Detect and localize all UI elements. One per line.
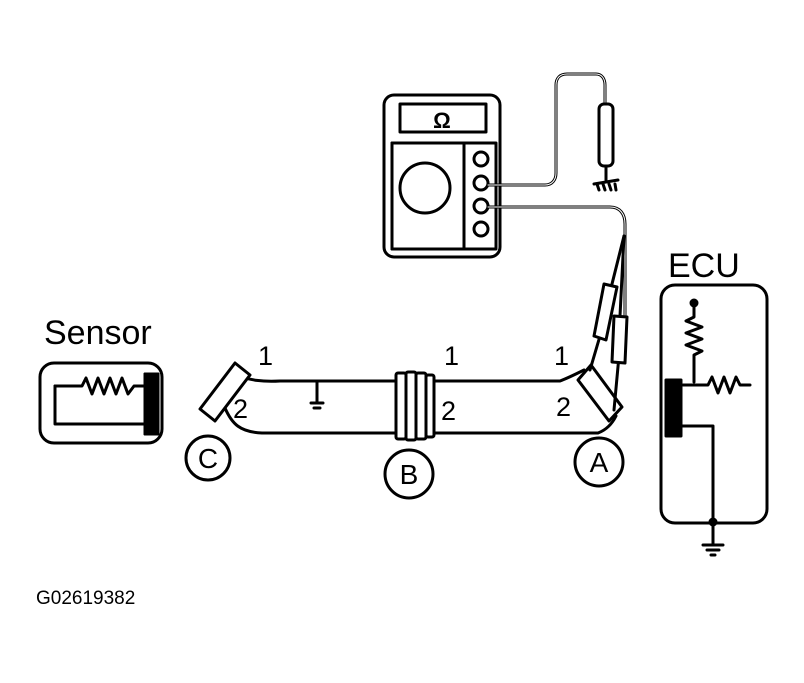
connector-a-letter: A [590,447,609,478]
connector-a-circle [573,436,625,488]
connector-c-letter: C [198,443,218,474]
connector-b [383,370,436,500]
probe-pin1-icon [592,282,619,342]
ohmmeter-icon [382,93,502,259]
shield-ground-icon [309,379,325,410]
connector-a-pin1: 1 [554,341,569,371]
connector-a-pin2: 2 [556,392,571,422]
figure-code: G02619382 [36,588,135,609]
connector-b-pin1: 1 [444,341,459,371]
sensor-resistor-icon [53,376,147,396]
connector-a-body [576,363,624,423]
connector-a [573,363,625,488]
connector-b-letter: B [400,459,419,490]
connector-b-circle [383,448,435,500]
connector-b-pin2: 2 [441,396,456,426]
ohm-symbol: Ω [433,108,451,133]
ecu-component [659,283,769,557]
connector-c-pin1: 1 [258,341,273,371]
ground-probe-icon [592,102,620,192]
ecu-ground-icon [701,523,725,557]
connector-c-body [198,361,252,423]
probe-pin2-icon [610,314,629,365]
ecu-label: ECU [668,247,740,285]
connector-c-circle [184,434,232,482]
connector-c [184,361,252,482]
sensor-label: Sensor [44,314,152,352]
wire-harness [223,368,618,435]
sensor-component [38,361,164,445]
connector-c-pin2: 2 [233,394,248,424]
